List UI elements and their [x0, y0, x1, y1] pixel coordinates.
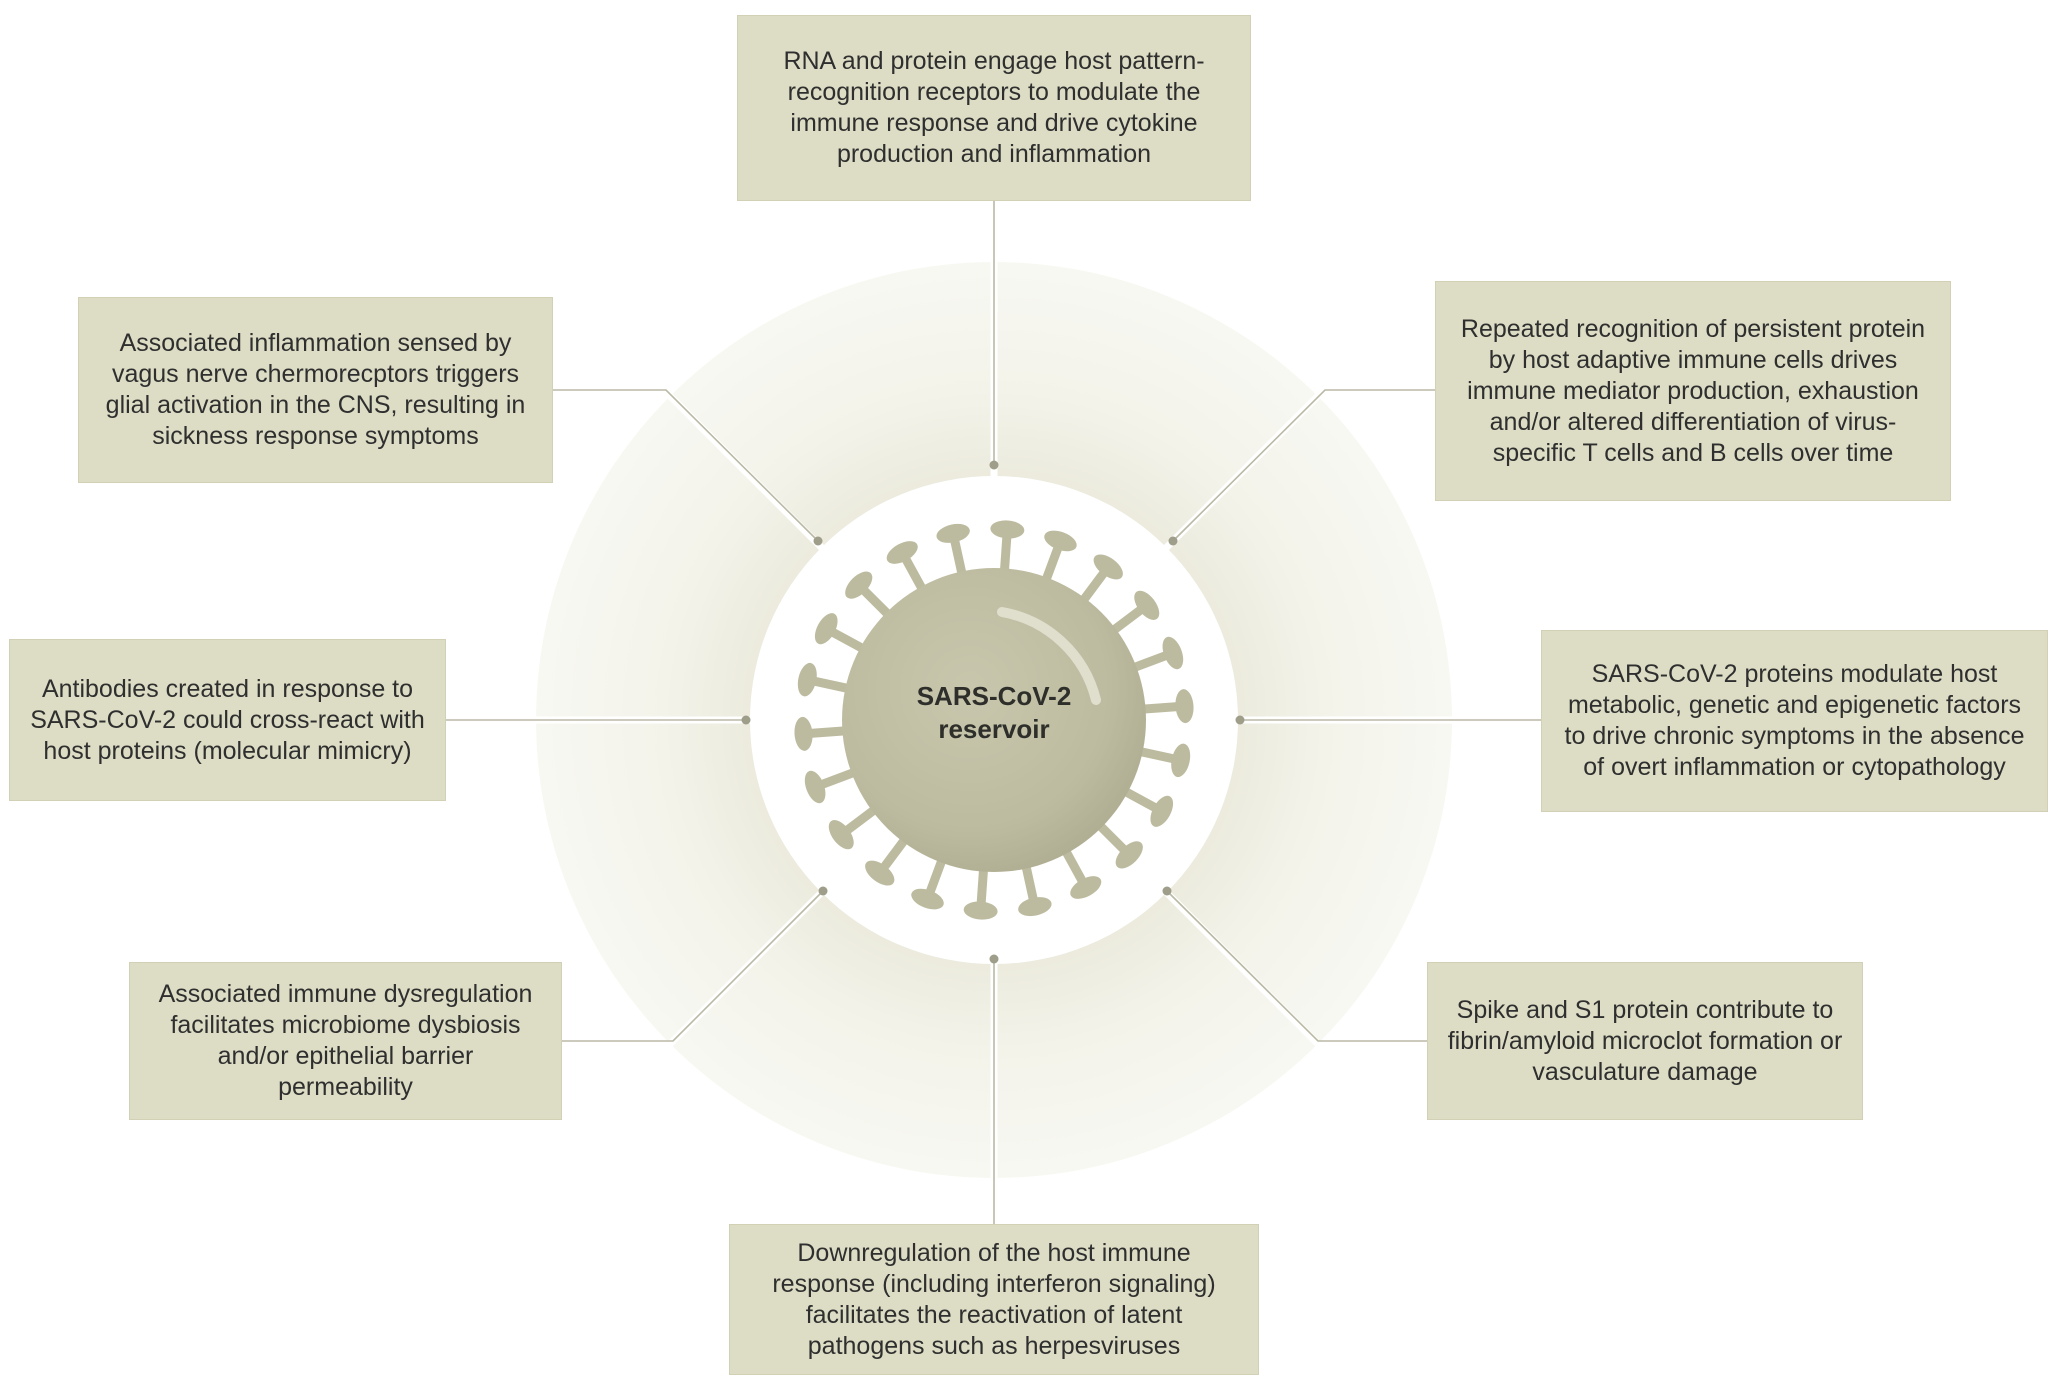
box-lower-left-text: Associated immune dysregulation facilita…	[158, 980, 533, 1101]
connectors	[446, 200, 1544, 1224]
box-bottom-text: Downregulation of the host immune respon…	[772, 1238, 1216, 1360]
center-label-line-1: SARS-CoV-2	[916, 681, 1072, 711]
virus-spike-head	[1150, 795, 1174, 827]
box-right: SARS-CoV-2 proteins modulate host metabo…	[1541, 630, 2048, 812]
virus-spike-head	[1070, 876, 1102, 899]
virus-spike-head	[1044, 530, 1077, 552]
box-top: RNA and protein engage host pattern-reco…	[737, 15, 1251, 201]
virus-spike-stem	[1106, 605, 1146, 637]
virus-spike-stem	[1126, 650, 1171, 674]
virus-spike-stem	[1092, 818, 1129, 855]
virus-highlight	[997, 607, 1101, 705]
virus-spike-stem	[1059, 843, 1087, 886]
box-top-text: RNA and protein engage host pattern-reco…	[783, 47, 1205, 168]
box-bottom: Downregulation of the host immune respon…	[729, 1224, 1259, 1375]
coronavirus-particle-icon	[794, 520, 1194, 920]
virus-spike-head	[828, 820, 854, 850]
virus-spike-stem	[805, 726, 853, 738]
virus-spike-head	[865, 860, 895, 886]
box-upper-right: Repeated recognition of persistent prote…	[1435, 281, 1951, 501]
virus-spike-head	[990, 520, 1025, 539]
box-lower-right-text: Spike and S1 protein contribute to fibri…	[1447, 995, 1843, 1086]
virus-spike-stem	[950, 535, 968, 582]
virus-spike-head	[1093, 554, 1123, 580]
virus-spike-head	[1115, 841, 1143, 869]
connector-upper-left	[552, 389, 819, 542]
virus-spike-head	[797, 662, 817, 697]
connector-lower-left	[561, 890, 824, 1042]
virus-spike-head	[1162, 636, 1184, 670]
virus-spike-head	[1171, 743, 1191, 778]
virus-spike-stem	[1040, 543, 1063, 588]
virus-spike-head	[845, 571, 873, 599]
virus-spike-stem	[879, 832, 912, 872]
virus-spike-head	[963, 901, 998, 920]
virus-spike-head	[1134, 590, 1160, 620]
virus-spike-stem	[817, 766, 862, 790]
virus-spike-stem	[1020, 858, 1038, 905]
virus-spike-stem	[1132, 746, 1179, 764]
center-label: SARS-CoV-2 reservoir	[894, 680, 1094, 746]
virus-spike-stem	[925, 852, 948, 897]
virus-spike-head	[936, 523, 970, 543]
center-label-line-2: reservoir	[938, 714, 1050, 744]
box-upper-right-text: Repeated recognition of persistent prote…	[1460, 314, 1926, 467]
connector-dots	[741, 460, 1245, 964]
virus-spike-stem	[1135, 702, 1183, 714]
virus-spike-head	[886, 541, 918, 564]
virus-spike-head	[794, 716, 813, 751]
virus-spike-stem	[827, 627, 871, 655]
virus-spike-stem	[999, 531, 1012, 579]
virus-spikes	[794, 520, 1194, 920]
virus-spike-stem	[859, 585, 896, 622]
virus-spike-head	[911, 888, 944, 910]
virus-spike-stem	[901, 554, 929, 597]
box-right-text: SARS-CoV-2 proteins modulate host metabo…	[1564, 660, 2025, 781]
virus-spike-head	[1175, 689, 1194, 724]
virus-spike-stem	[1076, 568, 1109, 608]
virus-spike-stem	[976, 861, 989, 909]
box-upper-left: Associated inflammation sensed by vagus …	[78, 297, 553, 483]
virus-spike-stem	[842, 803, 882, 835]
box-lower-left: Associated immune dysregulation facilita…	[129, 962, 562, 1120]
virus-spike-head	[804, 770, 826, 804]
box-lower-right: Spike and S1 protein contribute to fibri…	[1427, 962, 1863, 1120]
virus-spike-head	[1018, 897, 1052, 917]
box-upper-left-text: Associated inflammation sensed by vagus …	[105, 329, 526, 450]
virus-spike-stem	[1117, 785, 1161, 813]
box-left-text: Antibodies created in response to SARS-C…	[30, 674, 425, 765]
virus-spike-head	[814, 613, 838, 645]
connector-upper-right	[1172, 389, 1435, 542]
box-left: Antibodies created in response to SARS-C…	[9, 639, 446, 801]
virus-spike-stem	[809, 676, 856, 694]
connector-lower-right	[1166, 890, 1427, 1042]
